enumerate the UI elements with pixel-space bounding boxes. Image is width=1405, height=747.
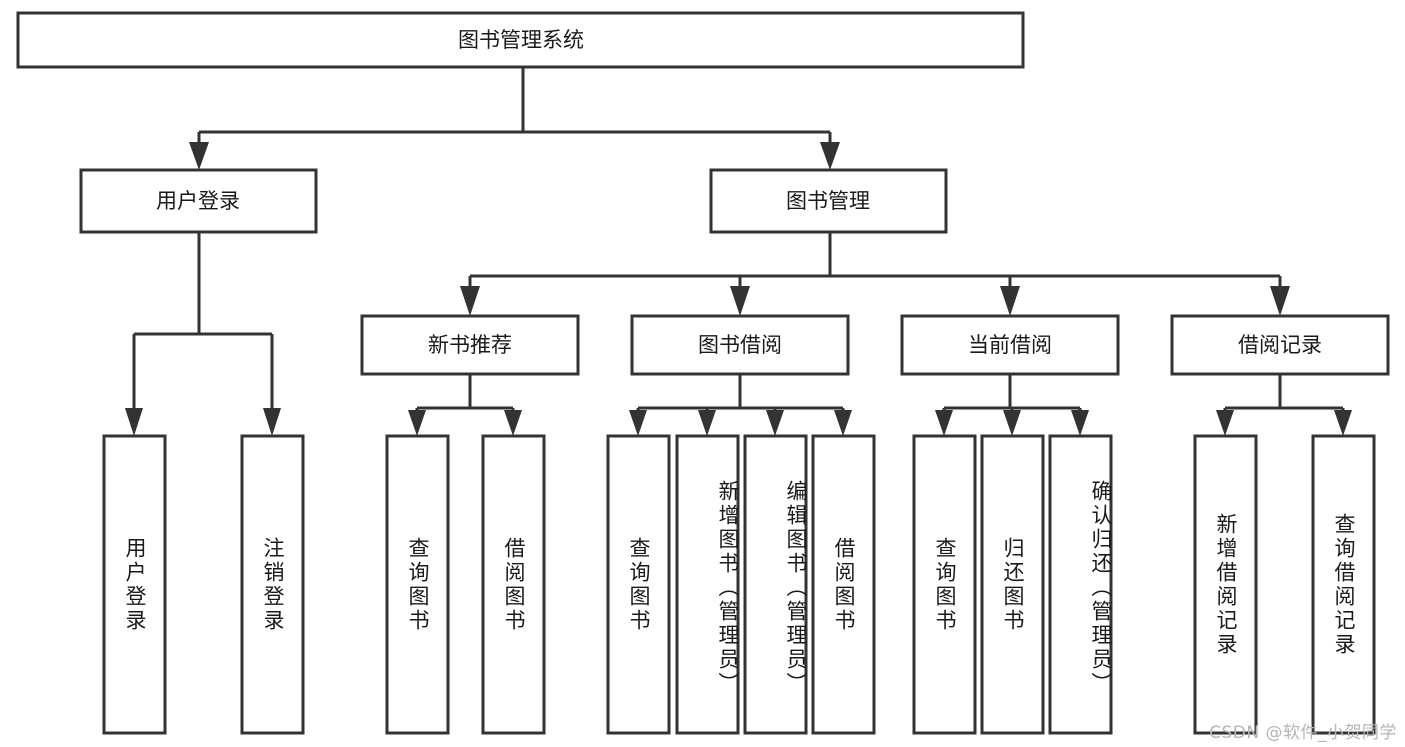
arrowhead-leaf-edit-book [766, 410, 784, 436]
arrowhead-book-manage [820, 142, 840, 170]
node-leaf-edit-book[interactable] [743, 434, 808, 735]
arrowhead-leaf-query-book-borrow [629, 410, 647, 436]
node-book-manage[interactable] [709, 168, 948, 234]
arrowhead-current-borrow [1000, 286, 1020, 316]
arrowhead-book-borrow [730, 286, 750, 316]
node-current-borrow[interactable] [900, 314, 1120, 376]
arrowhead-leaf-borrow-book-rec [504, 410, 522, 436]
arrowhead-leaf-query-book-rec [408, 410, 426, 436]
arrowhead-leaf-user-logout [263, 408, 281, 436]
node-leaf-add-book[interactable] [675, 434, 740, 735]
node-leaf-user-login[interactable] [102, 434, 167, 735]
node-user-login[interactable] [79, 168, 318, 234]
node-borrow-record[interactable] [1170, 314, 1390, 376]
arrowhead-user-login [189, 142, 209, 170]
node-new-book-rec-label: 新书推荐 [428, 333, 512, 357]
node-new-book-rec[interactable] [360, 314, 580, 376]
arrowhead-leaf-query-record [1334, 410, 1352, 436]
arrowhead-leaf-query-book-current [935, 410, 953, 436]
arrowhead-new-book-rec [460, 286, 480, 316]
node-book-borrow[interactable] [630, 314, 850, 376]
arrowhead-leaf-return-book [1003, 410, 1021, 436]
node-leaf-query-book-borrow[interactable] [606, 434, 671, 735]
node-leaf-query-book-current[interactable] [912, 434, 977, 735]
node-book-manage-label: 图书管理 [786, 189, 870, 213]
node-leaf-add-record[interactable] [1193, 434, 1258, 735]
arrowhead-leaf-add-record [1216, 410, 1234, 436]
node-leaf-query-book-rec[interactable] [385, 434, 450, 735]
node-layer: 图书管理系统 用户登录 图书管理 新书推荐 图书借阅 当前借阅 借阅记录 [16, 11, 1390, 735]
node-leaf-query-record[interactable] [1311, 434, 1376, 735]
node-root[interactable] [16, 11, 1025, 69]
arrowhead-leaf-confirm-return [1071, 410, 1089, 436]
node-user-login-label: 用户登录 [156, 189, 240, 213]
arrowhead-borrow-record [1270, 286, 1290, 316]
node-current-borrow-label: 当前借阅 [968, 333, 1052, 357]
node-leaf-confirm-return[interactable] [1048, 434, 1113, 735]
node-root-label: 图书管理系统 [458, 28, 584, 52]
node-borrow-record-label: 借阅记录 [1238, 333, 1322, 357]
csdn-watermark: CSDN @软件_小贺同学 [1209, 723, 1397, 743]
connector-layer [125, 67, 1352, 436]
node-leaf-return-book[interactable] [980, 434, 1045, 735]
node-leaf-borrow-book-rec[interactable] [481, 434, 546, 735]
node-leaf-borrow-book[interactable] [811, 434, 876, 735]
node-leaf-user-logout[interactable] [240, 434, 305, 735]
node-book-borrow-label: 图书借阅 [698, 333, 782, 357]
arrowhead-leaf-user-login [125, 408, 143, 436]
arrowhead-leaf-borrow-book [834, 410, 852, 436]
arrowhead-leaf-add-book [698, 410, 716, 436]
